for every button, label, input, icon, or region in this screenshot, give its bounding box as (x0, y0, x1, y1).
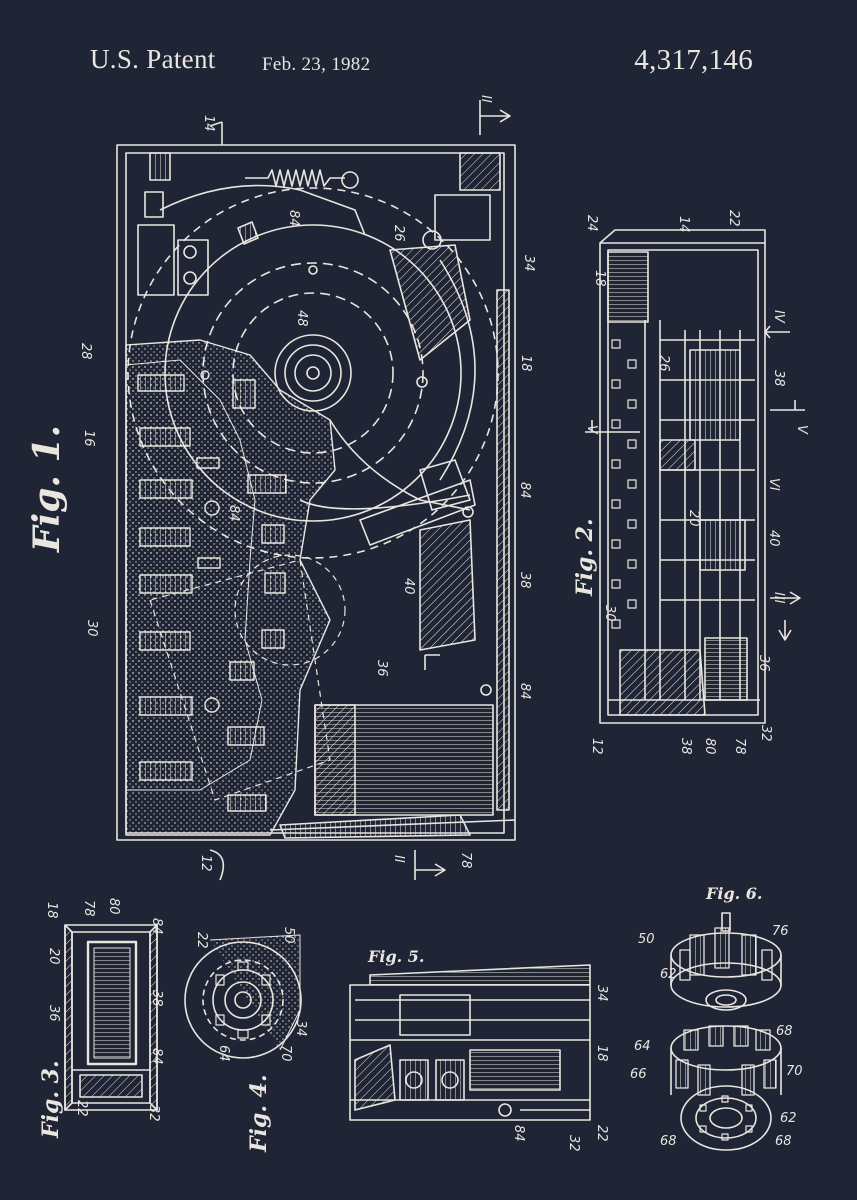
ref-62-f6: 62 (780, 1111, 797, 1126)
ref-34-f4: 34 (293, 1020, 308, 1037)
ref-84-f5: 84 (511, 1125, 526, 1142)
ref-66-f6: 66 (630, 1067, 647, 1082)
patent-date: Feb. 23, 1982 (262, 54, 371, 75)
fig2-drawing (585, 229, 805, 724)
ref-84-a: 84 (286, 210, 301, 227)
ref-30: 30 (84, 620, 99, 637)
ref-78-f2: 78 (732, 738, 747, 755)
fig5-label: Fig. 5. (368, 947, 425, 966)
fig2-label: Fig. 2. (572, 518, 598, 596)
ref-36-f3: 36 (46, 1005, 61, 1022)
fig1-drawing (116, 100, 516, 881)
ref-IV: IV (771, 310, 786, 324)
ref-70-f6: 70 (786, 1064, 803, 1079)
ref-34-f5: 34 (594, 985, 609, 1002)
ref-12-f2: 12 (589, 738, 604, 755)
ref-70-f4: 70 (278, 1045, 293, 1062)
ref-12: 12 (198, 855, 213, 872)
fig3-drawing (64, 924, 158, 1111)
ref-22-f4: 22 (194, 932, 209, 949)
ref-80-f3: 80 (106, 898, 121, 915)
ref-30-f2: 30 (602, 605, 617, 622)
fig3-label: Fig. 3. (38, 1060, 64, 1138)
ref-64-f6: 64 (634, 1039, 651, 1054)
ref-VI: VI (766, 478, 781, 491)
ref-60b-f6: 68 (775, 1134, 792, 1149)
ref-60-f6: 68 (660, 1134, 677, 1149)
ref-20-f3: 20 (46, 948, 61, 965)
ref-78: 78 (458, 852, 473, 869)
ref-84-c: 84 (226, 505, 241, 522)
ref-40: 40 (401, 578, 416, 595)
patent-title: U.S. Patent (90, 44, 216, 74)
ref-14: 14 (201, 115, 216, 132)
ref-26-f2: 26 (656, 355, 671, 372)
ref-18-f2: 18 (592, 270, 607, 287)
ref-38-f2b: 38 (678, 738, 693, 755)
ref-84-d: 84 (517, 683, 532, 700)
ref-50-f4: 50 (281, 927, 296, 944)
fig5-drawing (349, 964, 591, 1121)
ref-68-f6: 68 (776, 1024, 793, 1039)
ref-22-f3: 22 (74, 1100, 89, 1117)
ref-20: 20 (686, 510, 701, 527)
ref-84-f3b: 84 (149, 1048, 164, 1065)
fig4-drawing (184, 934, 302, 1059)
ref-22-f5: 22 (594, 1125, 609, 1142)
ref-32-f2: 32 (758, 725, 773, 742)
ref-38: 38 (517, 572, 532, 589)
ref-V-right: V (794, 425, 809, 435)
patent-number: 4,317,146 (634, 44, 753, 76)
fig4-label: Fig. 4. (246, 1074, 272, 1152)
ref-36: 36 (374, 660, 389, 677)
ref-34: 34 (521, 255, 536, 272)
ref-18-f5: 18 (594, 1045, 609, 1062)
ref-48: 48 (294, 310, 309, 327)
fig6-label: Fig. 6. (706, 884, 763, 903)
ref-84-f3: 84 (149, 918, 164, 935)
ref-II-top: II (478, 95, 493, 103)
ref-80-f2: 80 (702, 738, 717, 755)
ref-V-left: V (584, 425, 599, 435)
ref-38-f3: 38 (149, 990, 164, 1007)
ref-38-f2: 38 (771, 370, 786, 387)
fig6-drawing (670, 912, 782, 1151)
ref-28: 28 (78, 343, 93, 360)
ref-18-f3: 18 (44, 902, 59, 919)
ref-24: 24 (584, 215, 599, 232)
ref-22-f2: 22 (726, 210, 741, 227)
ref-16: 16 (81, 430, 96, 447)
fig1-label: Fig. 1. (26, 424, 68, 552)
ref-36-f2: 36 (756, 655, 771, 672)
ref-56-f6: 76 (772, 924, 789, 939)
ref-84-b: 84 (517, 482, 532, 499)
ref-18: 18 (518, 355, 533, 372)
ref-14-f2: 14 (676, 216, 691, 233)
ref-52-f6: 62 (660, 967, 677, 982)
reference-numerals: 14 84 26 34 48 28 18 16 84 84 40 38 30 3… (44, 95, 809, 1152)
ref-64-f4: 64 (216, 1045, 231, 1062)
ref-32-f3: 32 (146, 1105, 161, 1122)
ref-26: 26 (391, 225, 406, 242)
ref-50-f6: 50 (638, 932, 655, 947)
ref-40-f2: 40 (766, 530, 781, 547)
ref-32-f5: 32 (566, 1135, 581, 1152)
ref-II-bottom: II (391, 855, 406, 863)
ref-78-f3: 78 (81, 900, 96, 917)
ref-III-right: III (771, 592, 786, 604)
